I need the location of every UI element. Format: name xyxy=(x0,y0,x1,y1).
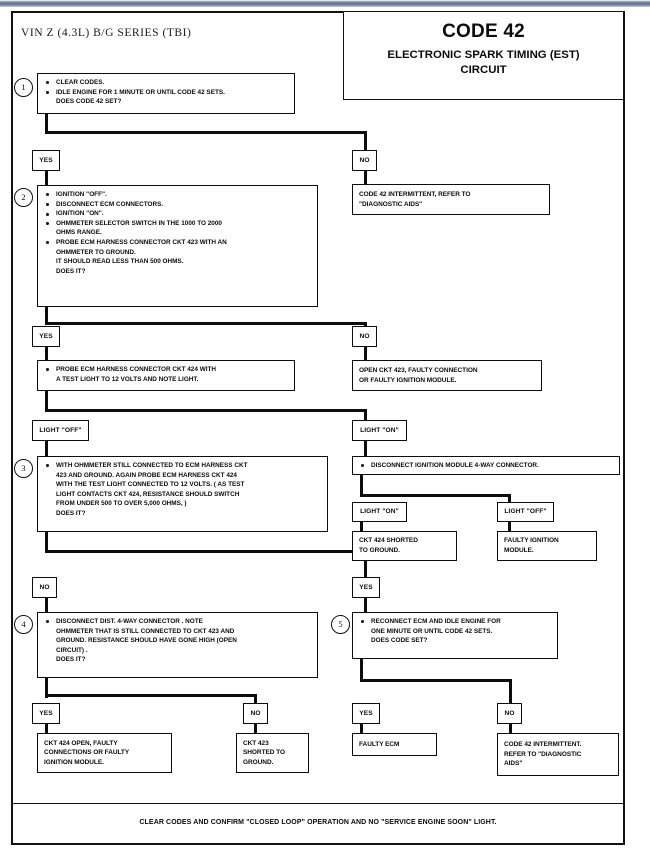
bullet: WITH OHMMETER STILL CONNECTED TO ECM HAR… xyxy=(44,461,322,519)
connector-yes4-down xyxy=(45,722,48,734)
connector-light-on-down xyxy=(364,409,367,422)
connector-no4-down xyxy=(254,722,257,734)
result-open-ckt423: OPEN CKT 423, FAULTY CONNECTION OR FAULT… xyxy=(352,360,542,391)
result-ckt424-open: CKT 424 OPEN, FAULTY CONNECTIONS OR FAUL… xyxy=(37,733,172,773)
step-3-bullets: WITH OHMMETER STILL CONNECTED TO ECM HAR… xyxy=(44,461,322,519)
tag-step1-no: NO xyxy=(352,150,377,171)
result-ckt424-shorted: CKT 424 SHORTED TO GROUND. xyxy=(352,531,457,561)
connector-step1-split xyxy=(45,131,367,134)
connector-step5-down xyxy=(360,659,363,681)
action-disconnect-bullets: DISCONNECT IGNITION MODULE 4-WAY CONNECT… xyxy=(359,461,614,471)
tag-step4-no: NO xyxy=(243,703,268,724)
tag-s3r-light-off: LIGHT "OFF" xyxy=(497,502,554,522)
result-ckt423-shorted: CKT 423 SHORTED TO GROUND. xyxy=(236,733,309,773)
connector-step5-no-down xyxy=(509,679,512,704)
step-number-1: 1 xyxy=(14,78,33,97)
connector-step5-split xyxy=(360,679,512,682)
title-block: CODE 42 ELECTRONIC SPARK TIMING (EST) CI… xyxy=(343,11,624,100)
step-number-4: 4 xyxy=(14,615,33,634)
connector-disconnect-down xyxy=(360,475,363,497)
action-disconnect-ignition-module-box: DISCONNECT IGNITION MODULE 4-WAY CONNECT… xyxy=(352,456,620,475)
connector-light-split xyxy=(45,409,367,412)
connector-step3-split xyxy=(45,550,367,553)
connector-probe-down xyxy=(45,391,48,412)
tag-light-on: LIGHT "ON" xyxy=(352,420,407,441)
bullet: IDLE ENGINE FOR 1 MINUTE OR UNTIL CODE 4… xyxy=(44,88,289,107)
vin-header-text: VIN Z (4.3L) B/G SERIES (TBI) xyxy=(21,26,192,39)
connector-no5-down xyxy=(509,722,512,734)
tag-step5-yes: YES xyxy=(352,703,380,724)
tag-step1-yes: YES xyxy=(32,150,60,171)
connector-yes2-down xyxy=(45,346,48,361)
action-probe-ckt424-bullets: PROBE ECM HARNESS CONNECTOR CKT 424 WITH… xyxy=(44,365,289,384)
connector-step4-down xyxy=(45,678,48,698)
bullet: PROBE ECM HARNESS CONNECTOR CKT 423 WITH… xyxy=(44,238,312,276)
step-5-bullets: RECONNECT ECM AND IDLE ENGINE FOR ONE MI… xyxy=(359,617,552,646)
bullet: IGNITION "ON". xyxy=(44,209,312,219)
tag-step3-yes: YES xyxy=(352,577,380,598)
connector-step4-split xyxy=(45,694,257,697)
connector-step2-split xyxy=(45,322,367,325)
result-faulty-ecm: FAULTY ECM xyxy=(352,733,437,756)
tag-light-off: LIGHT "OFF" xyxy=(32,420,89,441)
step-4-bullets: DISCONNECT DIST. 4-WAY CONNECTOR . NOTE … xyxy=(44,617,312,665)
connector-disconnect-right-down xyxy=(508,494,511,504)
connector-lighton-to-disconnect xyxy=(364,440,367,457)
tag-step4-yes: YES xyxy=(32,703,60,724)
connector-s3r-lightoff-down xyxy=(508,521,511,532)
connector-disconnect-split xyxy=(360,494,511,497)
step-2-box: IGNITION "OFF". DISCONNECT ECM CONNECTOR… xyxy=(37,185,318,307)
bullet: DISCONNECT ECM CONNECTORS. xyxy=(44,200,312,210)
bullet: IGNITION "OFF". xyxy=(44,190,312,200)
page-border xyxy=(11,11,625,845)
connector-step4-no-down xyxy=(254,694,257,704)
step-4-box: DISCONNECT DIST. 4-WAY CONNECTOR . NOTE … xyxy=(37,612,318,678)
connector-s3r-lighton-down xyxy=(360,521,363,532)
connector-step1-no-down xyxy=(364,131,367,150)
connector-step3-down xyxy=(45,532,48,553)
connector-lightoff-to-step3 xyxy=(45,440,48,457)
result-faulty-ignition-module: FAULTY IGNITION MODULE. xyxy=(497,531,597,561)
page-title: CODE 42 xyxy=(442,21,525,42)
connector-step3-yes-down xyxy=(364,550,367,577)
connector-yes5-down xyxy=(360,722,363,734)
step-1-box: CLEAR CODES. IDLE ENGINE FOR 1 MINUTE OR… xyxy=(37,73,295,114)
step-number-2: 2 xyxy=(14,188,33,207)
connector-no1-to-result xyxy=(364,170,367,185)
bullet: OHMMETER SELECTOR SWITCH IN THE 1000 TO … xyxy=(44,219,312,238)
tag-step2-yes: YES xyxy=(32,326,60,347)
step-number-3: 3 xyxy=(14,459,33,478)
bullet: RECONNECT ECM AND IDLE ENGINE FOR ONE MI… xyxy=(359,617,552,646)
result-code42-intermittent-2: CODE 42 INTERMITTENT. REFER TO "DIAGNOST… xyxy=(497,733,619,776)
tag-step5-no: NO xyxy=(497,703,522,724)
tag-s3r-light-on: LIGHT "ON" xyxy=(352,502,407,522)
connector-step1-down xyxy=(45,114,48,134)
connector-yes1-to-step2 xyxy=(45,170,48,186)
action-probe-ckt424-box: PROBE ECM HARNESS CONNECTOR CKT 424 WITH… xyxy=(37,360,295,391)
bullet: DISCONNECT DIST. 4-WAY CONNECTOR . NOTE … xyxy=(44,617,312,665)
bullet: DISCONNECT IGNITION MODULE 4-WAY CONNECT… xyxy=(359,461,614,471)
footer-instruction-bar: CLEAR CODES AND CONFIRM "CLOSED LOOP" OP… xyxy=(13,803,623,841)
scan-edge-band xyxy=(0,0,650,7)
connector-yes3-to-step5 xyxy=(364,597,367,613)
connector-step2-down xyxy=(45,307,48,325)
step-5-box: RECONNECT ECM AND IDLE ENGINE FOR ONE MI… xyxy=(352,612,558,659)
tag-step2-no: NO xyxy=(352,326,377,347)
result-code42-intermittent-1: CODE 42 INTERMITTENT, REFER TO "DIAGNOST… xyxy=(352,184,550,215)
step-number-5: 5 xyxy=(331,615,350,634)
step-2-bullets: IGNITION "OFF". DISCONNECT ECM CONNECTOR… xyxy=(44,190,312,276)
tag-step3-no: NO xyxy=(32,577,57,598)
step-1-bullets: CLEAR CODES. IDLE ENGINE FOR 1 MINUTE OR… xyxy=(44,78,289,107)
bullet: PROBE ECM HARNESS CONNECTOR CKT 424 WITH… xyxy=(44,365,289,384)
bullet: CLEAR CODES. xyxy=(44,78,289,88)
connector-no3-to-step4 xyxy=(45,597,48,613)
step-3-box: WITH OHMMETER STILL CONNECTED TO ECM HAR… xyxy=(37,456,328,532)
page-subtitle: ELECTRONIC SPARK TIMING (EST) CIRCUIT xyxy=(387,49,580,76)
connector-no2-down xyxy=(364,346,367,361)
